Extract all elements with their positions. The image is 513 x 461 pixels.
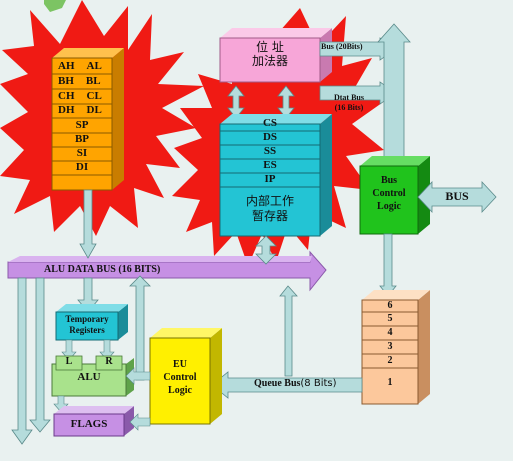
temporary-registers-line1: Temporary — [65, 314, 109, 324]
queue-bus-name: Queue Bus — [254, 378, 301, 389]
queue-slot-2: 2 — [387, 355, 393, 366]
register-sp: SP — [75, 119, 89, 131]
queue-bus-label: Queue Bus(8 Bits) — [254, 378, 337, 389]
register-cs: CS — [262, 117, 278, 129]
data-bus-label-line2: (16 Bits) — [334, 103, 364, 112]
alu-right-input: R — [105, 356, 113, 367]
register-pair-bx: BH BL — [58, 75, 110, 87]
bus-control-queue-arrow — [379, 233, 397, 297]
eu-control-line1: EU — [173, 359, 187, 370]
left-bus-arrows — [11, 277, 51, 445]
internal-registers-label: 内部工作 暂存器 — [220, 194, 320, 224]
flags-block — [53, 406, 134, 437]
register-pair-dx: DH DL — [58, 104, 110, 116]
adder-segment-arrows — [227, 85, 295, 119]
queue-bus-width: (8 Bits) — [300, 378, 337, 389]
segment-registers-block — [219, 114, 332, 237]
queue-slot-3: 3 — [387, 341, 393, 352]
queue-slot-4: 4 — [387, 327, 393, 338]
registers-bus-arrow — [79, 189, 97, 259]
register-pair-ax: AH AL — [58, 60, 110, 72]
register-di: DI — [75, 161, 89, 173]
general-registers-block — [51, 48, 124, 191]
bus-control-label: Bus Control Logic — [360, 174, 418, 213]
address-bus-label: Bus (20Bits) — [321, 42, 363, 51]
register-al: AL — [86, 60, 102, 72]
register-ip: IP — [264, 173, 276, 185]
alu-block — [51, 355, 134, 397]
register-ds: DS — [262, 131, 278, 143]
register-dh: DH — [58, 104, 75, 116]
queue-slot-1: 1 — [387, 377, 393, 388]
eu-control-label: EU Control Logic — [150, 358, 210, 397]
data-bus-label: Dtat Bus (16 Bits) — [320, 93, 378, 113]
alu-left-input: L — [65, 356, 73, 367]
alu-bus-right-arrow — [279, 285, 298, 377]
register-si: SI — [76, 147, 88, 159]
register-bh: BH — [58, 75, 74, 87]
register-ch: CH — [58, 90, 75, 102]
eu-control-block — [149, 328, 222, 425]
internal-registers-line2: 暂存器 — [251, 209, 288, 223]
bus-control-line2: Control — [372, 188, 406, 199]
register-es: ES — [263, 159, 277, 171]
queue-slot-5: 5 — [387, 313, 393, 324]
eu-control-line2: Control — [163, 372, 197, 383]
corner-decoration — [44, 0, 66, 12]
alu-output-arrow — [129, 275, 151, 381]
data-bus-label-line1: Dtat Bus — [333, 93, 364, 102]
address-adder-block — [219, 28, 332, 83]
temporary-registers-block — [55, 304, 128, 341]
bus-control-line3: Logic — [377, 201, 401, 212]
temporary-registers-line2: Registers — [69, 325, 105, 335]
queue-slot-6: 6 — [387, 300, 393, 311]
address-adder-line2: 加法器 — [251, 54, 288, 68]
temporary-registers-label: Temporary Registers — [56, 314, 118, 336]
address-adder-label: 位 址 加法器 — [220, 40, 320, 68]
eu-alu-arrow — [125, 367, 151, 385]
bus-control-block — [359, 156, 430, 235]
register-bl: BL — [85, 75, 101, 87]
register-pair-cx: CH CL — [58, 90, 110, 102]
eu-control-line3: Logic — [168, 385, 192, 396]
alu-data-bus-arrow — [7, 250, 327, 292]
flags-label: FLAGS — [70, 418, 108, 430]
internal-registers-line1: 内部工作 — [245, 194, 294, 208]
segment-bus-arrow — [255, 235, 277, 265]
eu-flags-arrow — [129, 413, 151, 431]
address-adder-line1: 位 址 — [256, 40, 284, 54]
register-dl: DL — [86, 104, 102, 116]
alu-data-bus-label: ALU DATA BUS (16 BITS) — [44, 264, 161, 275]
register-ss: SS — [263, 145, 277, 157]
bus-control-line1: Bus — [380, 175, 398, 186]
external-bus-arrow — [417, 180, 497, 214]
register-cl: CL — [86, 90, 102, 102]
register-ah: AH — [58, 60, 75, 72]
register-bp: BP — [74, 133, 90, 145]
alu-label: ALU — [77, 371, 101, 383]
instruction-queue-block — [361, 290, 430, 405]
external-bus-label: BUS — [445, 189, 469, 203]
